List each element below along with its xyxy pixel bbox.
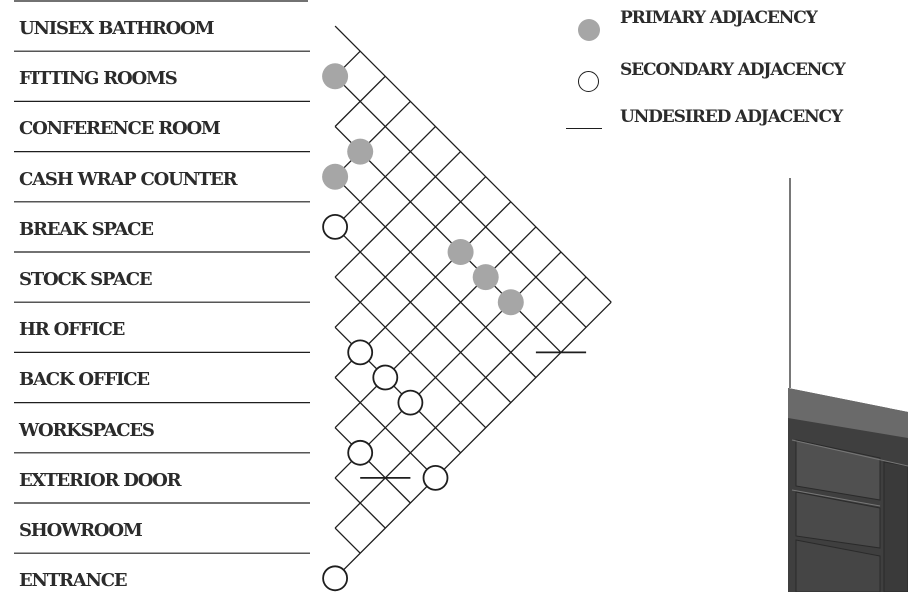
legend-secondary-label: SECONDARY ADJACENCY: [620, 62, 845, 79]
room-label-back-office: BACK OFFICE: [19, 371, 149, 389]
secondary-adjacency-marker: [323, 215, 347, 239]
grid-line: [335, 528, 360, 553]
primary-adjacency-marker: [322, 164, 348, 190]
secondary-adjacency-marker: [348, 441, 372, 465]
room-label-fitting-rooms: FITTING ROOMS: [19, 70, 177, 88]
secondary-adjacency-marker: [398, 391, 422, 415]
room-label-cash-wrap-counter: CASH WRAP COUNTER: [19, 171, 236, 189]
room-label-conference-room: CONFERENCE ROOM: [19, 120, 220, 138]
grid-line: [335, 152, 461, 278]
grid-line: [335, 302, 611, 578]
primary-adjacency-marker: [347, 139, 373, 165]
primary-adjacency-marker: [498, 289, 524, 315]
secondary-adjacency-marker: [373, 366, 397, 390]
grid-line: [335, 428, 410, 503]
room-label-stock-space: STOCK SPACE: [19, 271, 151, 289]
room-label-workspaces: WORKSPACES: [19, 422, 154, 440]
legend-undesired-label: UNDESIRED ADJACENCY: [620, 109, 842, 126]
secondary-adjacency-marker: [424, 466, 448, 490]
room-label-showroom: SHOWROOM: [19, 522, 142, 540]
secondary-adjacency-marker: [348, 340, 372, 364]
room-label-entrance: ENTRANCE: [19, 572, 126, 590]
room-label-hr-office: HR OFFICE: [19, 321, 124, 339]
legend-primary-label: PRIMARY ADJACENCY: [620, 10, 817, 27]
secondary-adjacency-marker: [323, 566, 347, 590]
room-label-break-space: BREAK SPACE: [19, 221, 153, 239]
primary-adjacency-marker: [448, 239, 474, 265]
primary-adjacency-marker: [473, 264, 499, 290]
grid-line: [335, 26, 611, 302]
primary-adjacency-marker: [322, 63, 348, 89]
room-label-unisex-bathroom: UNISEX BATHROOM: [19, 20, 213, 38]
room-label-exterior-door: EXTERIOR DOOR: [19, 472, 180, 490]
grid-line: [335, 227, 511, 403]
grid-line: [335, 101, 410, 176]
